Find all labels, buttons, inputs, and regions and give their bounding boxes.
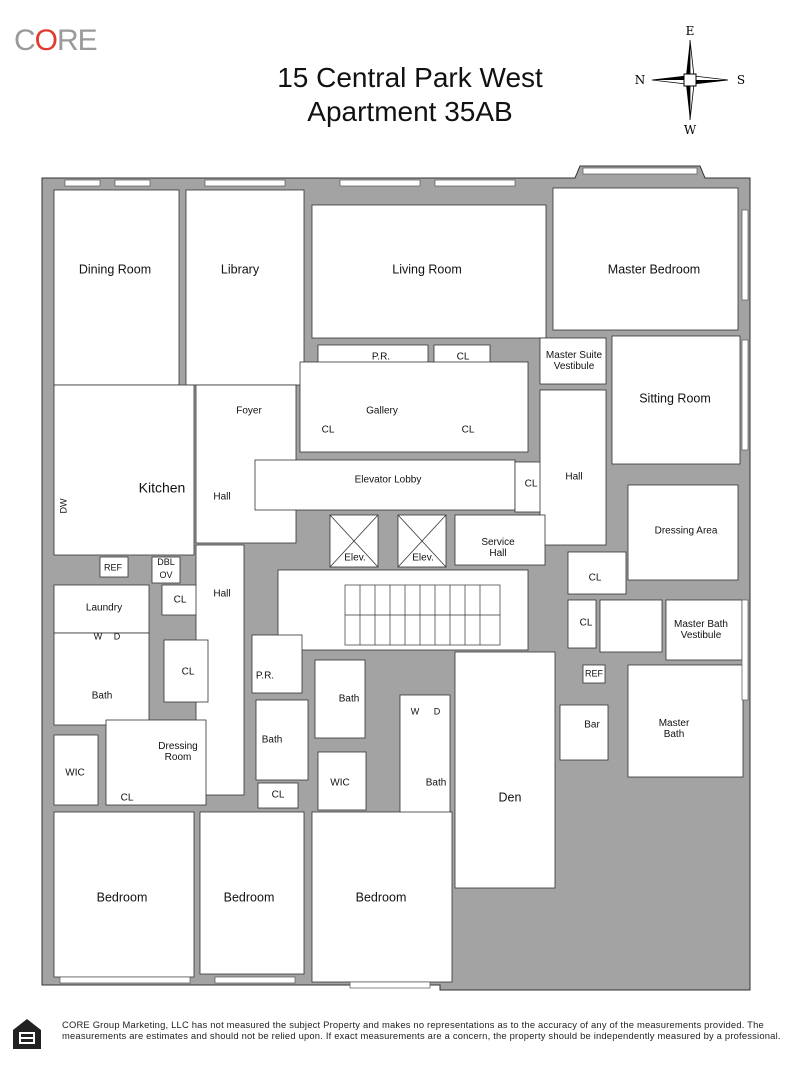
room-label-closet: CL xyxy=(271,789,285,801)
room-label-bar: Bar xyxy=(584,719,600,731)
room-label-closet: CL xyxy=(524,478,538,490)
room-label-closet: CL xyxy=(456,351,470,363)
room-label-closet: CL xyxy=(321,424,335,436)
compass-s: S xyxy=(737,73,745,87)
room-label-living-room: Living Room xyxy=(392,262,462,277)
dryer-label: D xyxy=(433,706,441,717)
room-label-service-hall: Service Hall xyxy=(481,537,515,559)
compass-e: E xyxy=(686,24,695,38)
room-label-foyer: Foyer xyxy=(236,405,262,417)
disclaimer-text: CORE Group Marketing, LLC has not measur… xyxy=(62,1019,781,1042)
room-label-master-bath: Master Bath xyxy=(658,718,690,740)
room-label-walk-in-closet: WIC xyxy=(65,767,85,779)
room-label-bedroom: Bedroom xyxy=(355,890,407,905)
dishwasher-label: DW xyxy=(58,498,69,514)
room-label-closet: CL xyxy=(173,594,187,606)
room-label-elevator: Elev. xyxy=(412,552,434,564)
refrigerator-label: REF xyxy=(104,562,122,573)
title-line-2: Apartment 35AB xyxy=(307,96,513,127)
title-line-1: 15 Central Park West xyxy=(277,62,543,93)
room-label-hall: Hall xyxy=(213,588,231,600)
room-label-bath: Bath xyxy=(261,734,283,746)
stairs xyxy=(344,584,501,646)
room-label-powder-room: P.R. xyxy=(255,670,275,682)
compass-w: W xyxy=(684,123,697,137)
room-label-closet: CL xyxy=(181,666,195,678)
room-label-dining-room: Dining Room xyxy=(78,262,152,277)
washer-label: W xyxy=(410,706,420,717)
room-label-hall: Hall xyxy=(565,471,583,483)
room-label-master-bath-vestibule: Master Bath Vestibule xyxy=(674,619,728,641)
windows xyxy=(59,167,749,989)
room-label-bath: Bath xyxy=(338,693,360,705)
room-label-master-bedroom: Master Bedroom xyxy=(607,262,701,277)
washer-label: W xyxy=(93,631,103,642)
dryer-label: D xyxy=(113,631,121,642)
room-label-bath: Bath xyxy=(425,777,447,789)
room-label-closet: CL xyxy=(461,424,475,436)
room-label-elevator-lobby: Elevator Lobby xyxy=(354,474,422,486)
room-label-gallery: Gallery xyxy=(366,405,398,417)
room-label-sitting-room: Sitting Room xyxy=(639,391,711,406)
room-label-library: Library xyxy=(220,262,260,277)
double-oven-label: DBL OV xyxy=(157,557,175,580)
rooms xyxy=(53,187,744,983)
compass-n: N xyxy=(635,73,646,87)
compass-rose-icon: E W N S xyxy=(635,24,745,137)
room-label-dressing-area: Dressing Area xyxy=(654,525,718,537)
room-label-dressing-room: Dressing Room xyxy=(158,741,198,763)
room-label-powder-room: P.R. xyxy=(371,351,391,363)
room-label-hall: Hall xyxy=(213,491,231,503)
refrigerator-label: REF xyxy=(585,668,603,679)
core-logo: CORE xyxy=(14,24,98,57)
room-label-bath: Bath xyxy=(91,690,113,702)
room-label-bedroom: Bedroom xyxy=(96,890,148,905)
room-label-laundry: Laundry xyxy=(85,602,123,614)
room-label-den: Den xyxy=(498,790,522,805)
room-label-elevator: Elev. xyxy=(344,552,366,564)
room-label-bedroom: Bedroom xyxy=(223,890,275,905)
room-label-closet: CL xyxy=(588,572,602,584)
room-label-kitchen: Kitchen xyxy=(138,479,186,496)
room-label-walk-in-closet: WIC xyxy=(330,777,350,789)
equal-housing-icon xyxy=(13,1019,41,1049)
room-label-master-suite-vestibule: Master Suite Vestibule xyxy=(545,350,603,372)
room-label-closet: CL xyxy=(120,792,134,804)
room-label-closet: CL xyxy=(579,617,593,629)
elevator-shafts xyxy=(329,514,447,568)
